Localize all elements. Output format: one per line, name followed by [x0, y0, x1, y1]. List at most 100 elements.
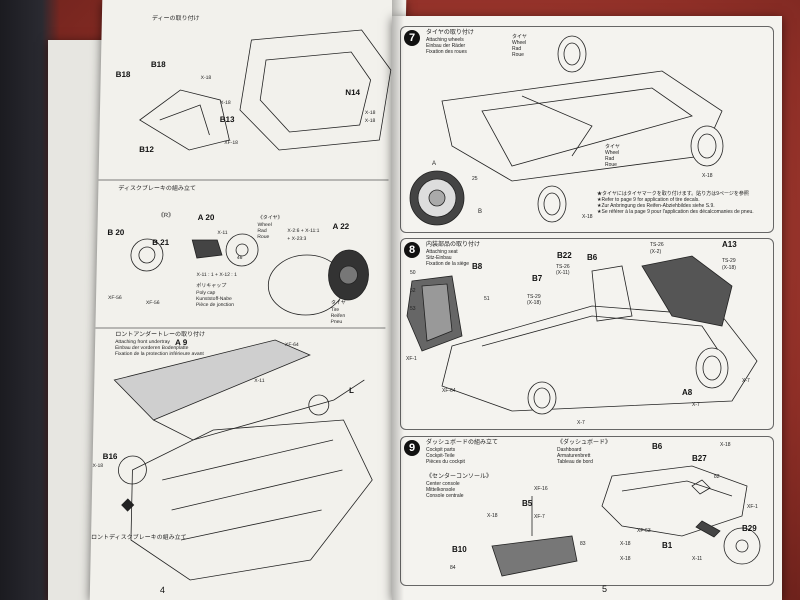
part-label: L [349, 386, 355, 395]
part-label: XF-64 [442, 388, 456, 394]
part-label: X-18 [487, 513, 498, 519]
part-label: XF-16 [534, 486, 548, 492]
part-label: X-11 [692, 556, 703, 562]
undertray-header: ロントアンダートレーの取り付け [115, 332, 206, 338]
wheel-de: Rad [512, 46, 522, 52]
callout-a: A [432, 161, 437, 167]
step8-panel [400, 238, 774, 430]
step9-title-fr: Pièces du cockpit [426, 459, 465, 465]
callout-b: B [478, 209, 483, 215]
part-label: A8 [682, 388, 693, 397]
part-label: XF-1 [406, 356, 417, 362]
part-label: B1 [662, 541, 673, 550]
part-label: X-18 [620, 541, 631, 547]
part-label: X-18 [92, 463, 104, 469]
console-de: Mittelkonsole [426, 487, 456, 493]
part-label: X-18 [364, 118, 376, 124]
part-label: N14 [345, 88, 361, 97]
callout-52: 52 [410, 288, 416, 294]
tire-note-de: ★Zur Anbringung des Reifen-Abziehbildes … [597, 203, 715, 209]
dash-en: Dashboard [557, 447, 582, 453]
part-label: X-11 [217, 230, 228, 236]
part-label: (X-2) [650, 249, 662, 255]
bottom-note: ロントディスクブレーキの組み立て [90, 535, 187, 541]
part-label: XF-7 [534, 514, 545, 520]
part-label: B6 [587, 253, 598, 262]
part-label: B 20 [107, 228, 125, 237]
tire-note-en: ★Refer to page 9 for application of tire… [597, 197, 700, 203]
step7-title-de: Einbau der Räder [426, 43, 466, 49]
wheel2-de: Rad [605, 156, 615, 162]
tire-note-fr: ★Se référer à la page 9 pour l'applicati… [597, 209, 754, 215]
right-page-number: 5 [602, 584, 608, 594]
brake-r-label: 《R》 [157, 213, 175, 219]
wheel-en: Wheel [512, 40, 527, 46]
callout-25: 25 [472, 176, 478, 182]
part-label: A 22 [332, 222, 350, 231]
part-label: B7 [532, 274, 543, 283]
tire2-jp: タイヤ [330, 300, 346, 306]
step7-title-fr: Fixation des roues [426, 49, 467, 55]
xf-label: XF-56 [107, 295, 122, 301]
step9-title-de: Cockpit-Teile [426, 453, 455, 459]
callout-50: 50 [410, 270, 416, 276]
callout-46: 46 [236, 255, 243, 261]
part-label: TS-26 [650, 242, 664, 248]
part-label: (X-18) [527, 300, 541, 306]
part-label: A 20 [197, 213, 215, 222]
dash-fr: Tableau de bord [557, 459, 593, 465]
part-label: (X-11) [556, 270, 570, 276]
part-label: B29 [742, 524, 757, 533]
part-label: B22 [557, 251, 572, 260]
part-label: B 21 [152, 238, 170, 247]
wheel2-jp: タイヤ [605, 144, 620, 150]
part-label: (X-18) [722, 265, 736, 271]
step7-title-jp: タイヤの取り付け [426, 30, 474, 36]
part-label: TS-26 [556, 264, 570, 270]
step7-number: 7 [404, 30, 420, 46]
polycap-fr: Pièce de jonction [195, 302, 235, 308]
console-en: Center console [426, 481, 460, 487]
part-label: XF-1 [747, 504, 758, 510]
part-label: B18 [115, 70, 131, 79]
console-fr: Console centrale [426, 493, 464, 499]
console-jp: 《センターコンソール》 [426, 474, 493, 480]
wheel-fr: Roue [512, 52, 524, 58]
tire-label-fr: Roue [257, 234, 270, 240]
part-label: B18 [150, 60, 166, 69]
step8-title-fr: Fixation de la siège [426, 261, 470, 267]
part-label: X-18 [220, 100, 231, 106]
part-label: B8 [472, 262, 483, 271]
tire2-fr: Pneu [330, 319, 343, 325]
part-label: TS-29 [527, 294, 541, 300]
part-label: XF-64 [284, 342, 299, 348]
part-label: XF-18 [224, 140, 238, 146]
part-label: B12 [139, 145, 154, 154]
part-label: X-18 [720, 442, 731, 448]
part-label: A 9 [175, 338, 188, 347]
part-label: X-18 [200, 75, 212, 81]
tire-note-jp: ★タイヤにはタイヤマークを取り付けます。貼り方は9ページを参照 [597, 191, 749, 197]
part-label: B13 [219, 115, 235, 124]
right-page: 7 タイヤの取り付け Attaching wheels Einbau der R… [392, 16, 782, 600]
dash-de: Armaturenbrett [557, 453, 591, 459]
callout-83: 83 [580, 541, 586, 547]
callout-53: 53 [410, 306, 416, 312]
left-page-illustrations [95, 29, 392, 581]
part-label: B27 [692, 454, 707, 463]
callout-51: 51 [484, 296, 490, 302]
part-label: TS-29 [722, 258, 736, 264]
left-page-number: 4 [159, 585, 166, 595]
x-list: X-2:6 + X-11:1 [287, 228, 320, 234]
x-list-2: + X-23:3 [287, 236, 307, 242]
dash-jp: 《ダッシュボード》 [557, 440, 612, 446]
step9-title-en: Cockpit parts [426, 447, 456, 453]
part-label: B16 [102, 452, 118, 461]
undertray-fr: Fixation de la protection inférieure ava… [114, 351, 204, 357]
top-header: ディーの取り付け [151, 16, 200, 22]
right-page-illustrations [406, 35, 761, 577]
part-label: B6 [652, 442, 663, 451]
book-gutter [392, 0, 404, 600]
polycap-jp: ポリキャップ [196, 283, 227, 289]
wheel2-fr: Roue [605, 162, 617, 168]
